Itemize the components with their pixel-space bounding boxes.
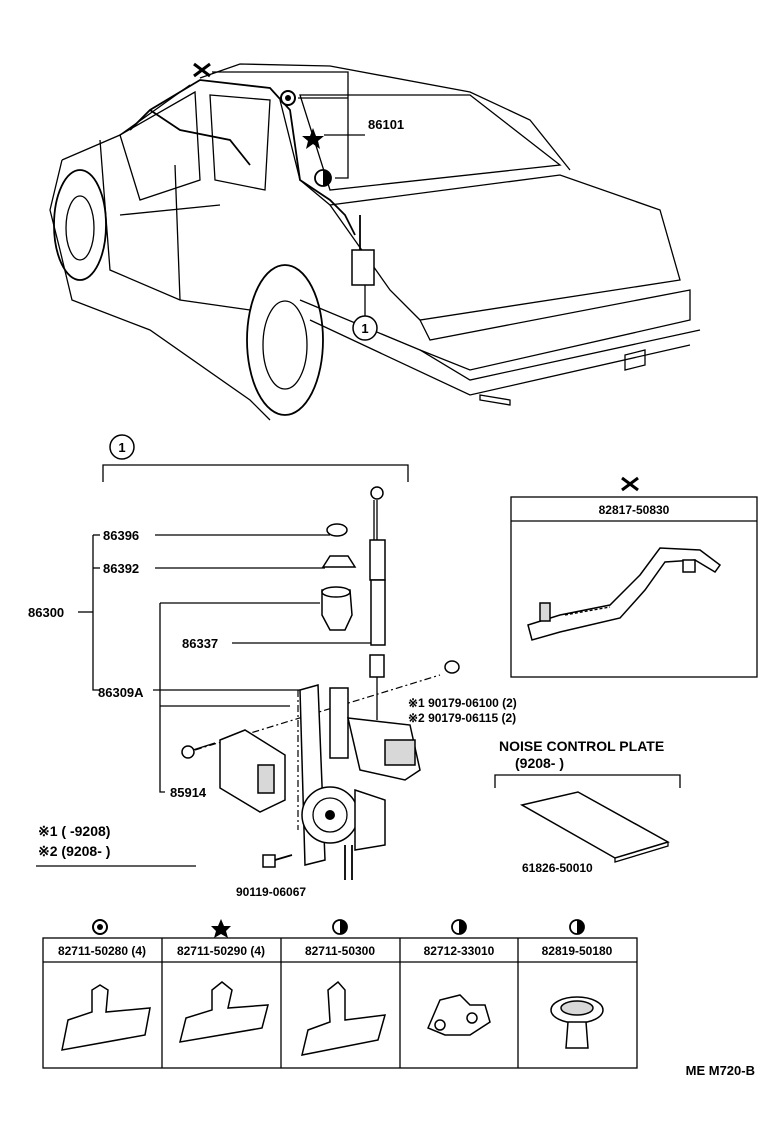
cross-tool-icon (621, 476, 639, 492)
noise-control-plate-section: NOISE CONTROL PLATE (9208- ) 61826-50010 (494, 738, 681, 875)
part-86396: 86396 (103, 528, 139, 543)
bolt-90119 (262, 854, 293, 868)
nut-86396 (326, 523, 348, 537)
noise-plate-title: NOISE CONTROL PLATE (499, 738, 664, 754)
cushion-86392 (321, 555, 357, 568)
washer-90179 (444, 660, 460, 674)
bolt-note-1: ※1 90179-06100 (2) (408, 696, 517, 710)
part-86337: 86337 (182, 636, 218, 651)
clamp-part-1: 82711-50280 (4) (58, 944, 146, 958)
clamp-drawing-5 (550, 996, 604, 1049)
part-86392: 86392 (103, 561, 139, 576)
clamp-symbol-3 (332, 919, 348, 935)
clamp-symbol-1 (92, 919, 108, 935)
star-icon (302, 128, 324, 149)
legend-notes: ※1 ( -9208) ※2 (9208- ) (36, 823, 196, 867)
clamp-symbol-4 (451, 919, 467, 935)
inset-harness-part: 82817-50830 (599, 503, 670, 517)
bolt-note-2: ※2 90179-06115 (2) (408, 711, 516, 725)
clamp-part-3: 82711-50300 (305, 944, 375, 958)
half-circle-icon (314, 169, 332, 187)
clamp-drawing-1 (61, 984, 151, 1051)
circle-ref-assembly: 1 (118, 440, 125, 455)
clamp-drawing-3 (300, 980, 387, 1056)
cap-86337 (321, 589, 353, 631)
motor-assembly (301, 687, 421, 880)
screw-left (181, 742, 216, 759)
clamp-drawing-4 (427, 994, 491, 1036)
circle-ref-car: 1 (361, 321, 368, 336)
noise-plate-range: (9208- ) (515, 755, 564, 771)
clamp-part-4: 82712-33010 (424, 944, 495, 958)
antenna-mast (369, 486, 386, 720)
legend-note-1: ※1 ( -9208) (38, 823, 110, 839)
noise-plate-part: 61826-50010 (522, 861, 593, 875)
part-86300: 86300 (28, 605, 64, 620)
inset-harness: 82817-50830 (510, 476, 758, 678)
clamp-part-2: 82711-50290 (4) (177, 944, 265, 958)
clamp-part-5: 82819-50180 (542, 944, 613, 958)
circle-c-icon (280, 90, 296, 106)
clamp-symbol-2 (211, 919, 231, 938)
legend-note-2: ※2 (9208- ) (38, 843, 110, 859)
clamp-drawing-2 (178, 981, 269, 1043)
part-86309A: 86309A (98, 685, 144, 700)
callout-86101: 86101 (368, 117, 404, 132)
clamp-table: 82711-50280 (4) 82711-50290 (4) 82711-50… (42, 919, 638, 1069)
assembly-bracket: 1 (102, 434, 409, 482)
part-85914: 85914 (170, 785, 207, 800)
clamp-symbol-5 (569, 919, 585, 935)
relay-85914 (219, 729, 286, 813)
cross-tool-icon (193, 62, 211, 78)
figure-code: ME M720-B (686, 1063, 755, 1078)
part-90119-06067: 90119-06067 (236, 885, 306, 899)
